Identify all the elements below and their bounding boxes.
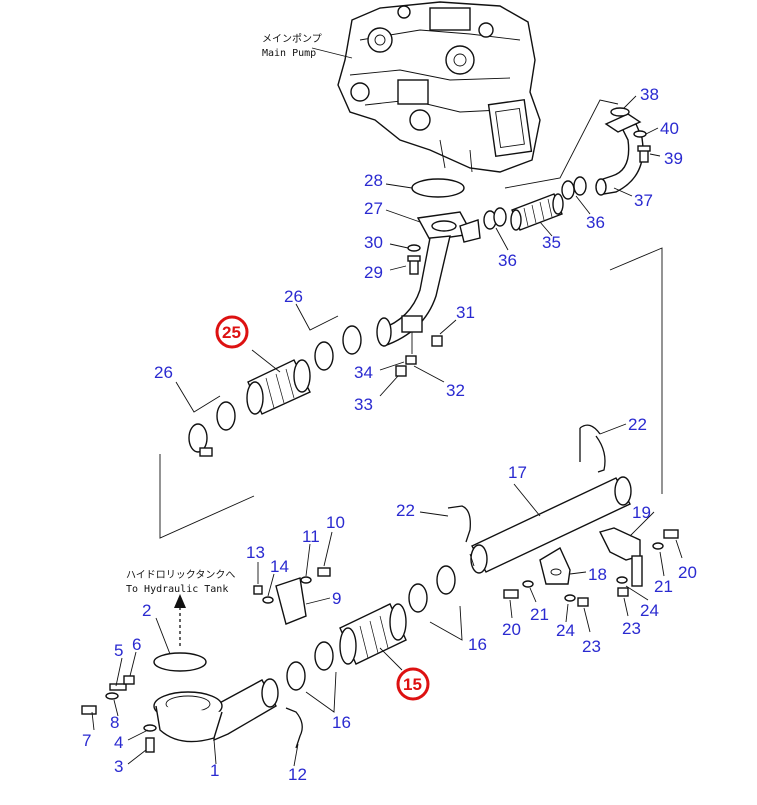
washer-30 bbox=[407, 244, 421, 252]
callout-33[interactable]: 33 bbox=[354, 395, 373, 414]
clamps-26-upper bbox=[314, 325, 362, 371]
callout-31[interactable]: 31 bbox=[456, 303, 475, 322]
highlight-ring-25 bbox=[215, 315, 249, 349]
to-tank-en-label: To Hydraulic Tank bbox=[126, 584, 228, 595]
washer-40 bbox=[633, 130, 647, 138]
callout-7[interactable]: 7 bbox=[82, 731, 91, 750]
callout-21-right[interactable]: 21 bbox=[654, 577, 673, 596]
pipe-1 bbox=[153, 678, 279, 743]
callout-22-center[interactable]: 22 bbox=[396, 501, 415, 520]
callout-16-right[interactable]: 16 bbox=[468, 635, 487, 654]
callout-9[interactable]: 9 bbox=[332, 589, 341, 608]
callout-32[interactable]: 32 bbox=[446, 381, 465, 400]
callout-12[interactable]: 12 bbox=[288, 765, 307, 784]
bolt-29 bbox=[407, 255, 421, 275]
o-ring-2 bbox=[153, 652, 207, 672]
u-bolt-22-center bbox=[447, 505, 471, 543]
callout-1[interactable]: 1 bbox=[210, 761, 219, 780]
callout-26-lower[interactable]: 26 bbox=[154, 363, 173, 382]
callout-35[interactable]: 35 bbox=[542, 233, 561, 252]
callout-30[interactable]: 30 bbox=[364, 233, 383, 252]
callout-24-left[interactable]: 24 bbox=[556, 621, 575, 640]
callout-6[interactable]: 6 bbox=[132, 635, 141, 654]
highlight-ring-15 bbox=[396, 667, 430, 701]
main-pump-illustration bbox=[337, 1, 541, 173]
callout-15[interactable]: 15 bbox=[403, 675, 422, 694]
clamps-16-right bbox=[408, 565, 456, 613]
callout-27[interactable]: 27 bbox=[364, 199, 383, 218]
hose-15 bbox=[339, 603, 407, 665]
callout-20-right[interactable]: 20 bbox=[678, 563, 697, 582]
clamps-26-lower bbox=[188, 401, 236, 457]
sensor-31 bbox=[395, 315, 443, 377]
callout-25[interactable]: 25 bbox=[222, 323, 241, 342]
pipe-27 bbox=[376, 178, 481, 347]
callout-4[interactable]: 4 bbox=[114, 733, 123, 752]
bolt-39 bbox=[637, 145, 651, 163]
callout-8[interactable]: 8 bbox=[110, 713, 119, 732]
callout-38[interactable]: 38 bbox=[640, 85, 659, 104]
callout-14[interactable]: 14 bbox=[270, 557, 289, 576]
callout-5[interactable]: 5 bbox=[114, 641, 123, 660]
callout-34[interactable]: 34 bbox=[354, 363, 373, 382]
callout-23-right[interactable]: 23 bbox=[622, 619, 641, 638]
callout-3[interactable]: 3 bbox=[114, 757, 123, 776]
u-bolt-12 bbox=[285, 707, 303, 749]
callout-29[interactable]: 29 bbox=[364, 263, 383, 282]
u-bolt-22-right bbox=[579, 424, 606, 473]
hose-35 bbox=[510, 193, 564, 231]
callout-13[interactable]: 13 bbox=[246, 543, 265, 562]
main-pump-en-label: Main Pump bbox=[262, 48, 316, 59]
clamps-36-upper bbox=[483, 176, 587, 230]
callout-17[interactable]: 17 bbox=[508, 463, 527, 482]
main-pump-jp-label: メインポンプ bbox=[262, 33, 322, 45]
hose-25 bbox=[246, 359, 311, 415]
callout-21-left[interactable]: 21 bbox=[530, 605, 549, 624]
to-tank-arrow bbox=[174, 594, 186, 646]
callout-40[interactable]: 40 bbox=[660, 119, 679, 138]
pipe-17 bbox=[469, 476, 632, 574]
callout-18[interactable]: 18 bbox=[588, 565, 607, 584]
fasteners-9 bbox=[253, 567, 331, 604]
callout-16-left[interactable]: 16 bbox=[332, 713, 351, 732]
callout-37[interactable]: 37 bbox=[634, 191, 653, 210]
callout-28[interactable]: 28 bbox=[364, 171, 383, 190]
callout-36-left[interactable]: 36 bbox=[498, 251, 517, 270]
callout-10[interactable]: 10 bbox=[326, 513, 345, 532]
to-tank-jp-label: ハイドロリックタンクへ bbox=[126, 569, 235, 581]
flange-38 bbox=[604, 107, 642, 133]
fasteners-left bbox=[81, 675, 157, 753]
callout-39[interactable]: 39 bbox=[664, 149, 683, 168]
bracket-18 bbox=[539, 546, 571, 585]
callout-24-right[interactable]: 24 bbox=[640, 601, 659, 620]
callout-26-upper[interactable]: 26 bbox=[284, 287, 303, 306]
callout-2[interactable]: 2 bbox=[142, 601, 151, 620]
callout-36-right[interactable]: 36 bbox=[586, 213, 605, 232]
callout-19[interactable]: 19 bbox=[632, 503, 651, 522]
clamps-16-left bbox=[286, 641, 334, 691]
callout-20-left[interactable]: 20 bbox=[502, 620, 521, 639]
callout-22-right[interactable]: 22 bbox=[628, 415, 647, 434]
bracket-9 bbox=[275, 577, 307, 625]
callout-11[interactable]: 11 bbox=[302, 527, 320, 546]
callout-23-left[interactable]: 23 bbox=[582, 637, 601, 656]
fasteners-right bbox=[503, 529, 679, 607]
